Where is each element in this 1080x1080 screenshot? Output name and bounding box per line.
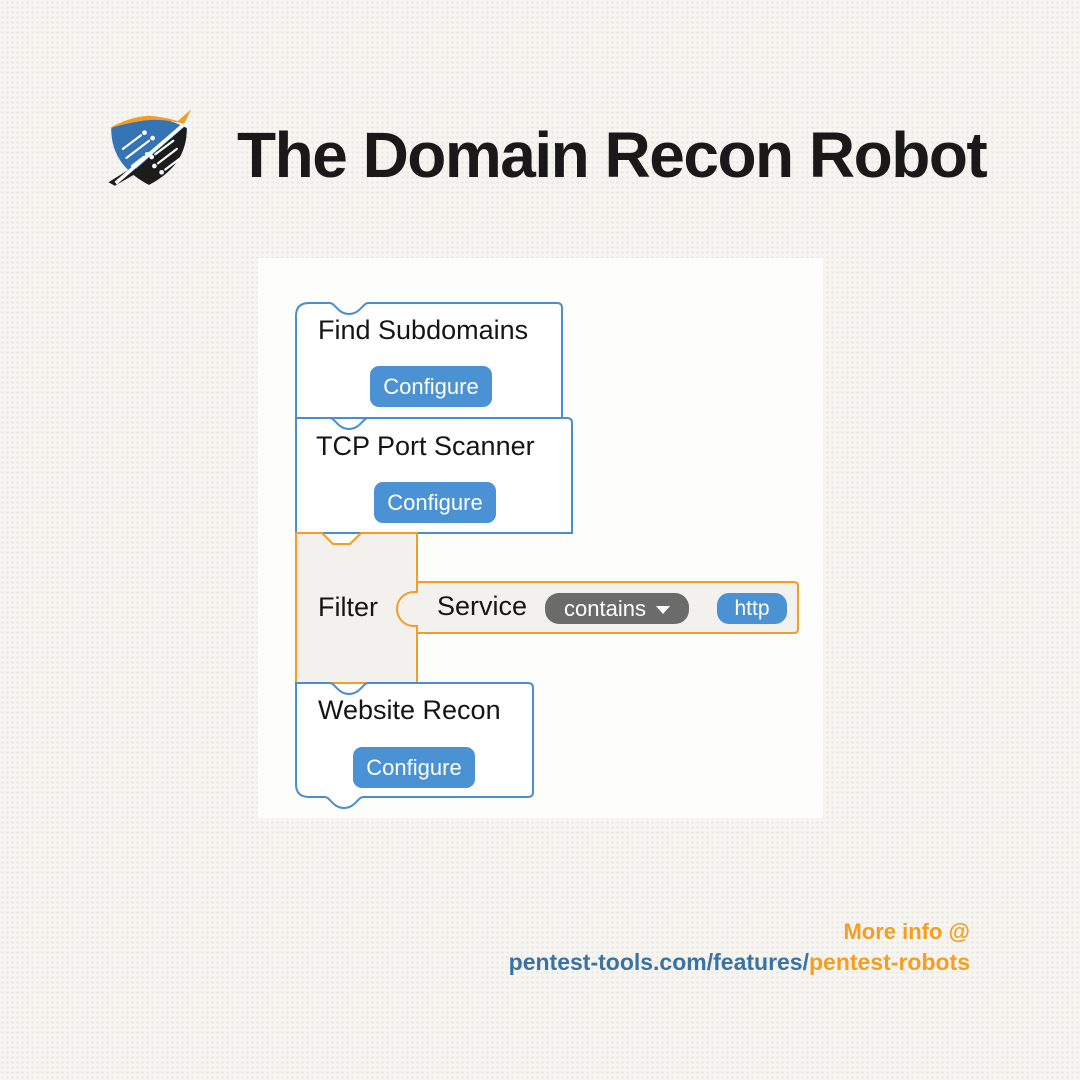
configure-button[interactable]: Configure: [353, 747, 475, 788]
block-tcp-port-scanner[interactable]: TCP Port Scanner Configure: [296, 418, 572, 533]
configure-button[interactable]: Configure: [374, 482, 496, 523]
condition-value-label: http: [734, 596, 770, 620]
block-find-subdomains[interactable]: Find Subdomains Configure: [296, 303, 562, 418]
condition-field-label: Service: [437, 591, 528, 621]
footer-url-highlight: pentest-robots: [809, 948, 970, 975]
footer-url-prefix: pentest-tools.com/features/: [508, 948, 809, 975]
chevron-down-icon: [655, 605, 670, 614]
footer: More info @ pentest-tools.com/features/p…: [470, 917, 970, 978]
block-label: TCP Port Scanner: [316, 431, 535, 461]
block-filter[interactable]: Filter: [296, 533, 417, 683]
footer-url[interactable]: pentest-tools.com/features/pentest-robot…: [470, 947, 970, 978]
condition-value-chip[interactable]: http: [717, 593, 787, 624]
block-label: Website Recon: [318, 695, 501, 725]
block-label: Filter: [318, 592, 378, 622]
block-website-recon[interactable]: Website Recon Configure: [296, 683, 533, 797]
operator-dropdown-label: contains: [564, 595, 646, 621]
block-label: Find Subdomains: [318, 315, 529, 345]
configure-button[interactable]: Configure: [370, 366, 492, 407]
footer-more-info: More info @: [843, 919, 970, 944]
operator-dropdown[interactable]: contains: [545, 593, 689, 624]
block-filter-condition[interactable]: Service: [417, 582, 798, 633]
page-title: The Domain Recon Robot: [237, 119, 988, 191]
pentest-tools-logo: [108, 109, 192, 186]
